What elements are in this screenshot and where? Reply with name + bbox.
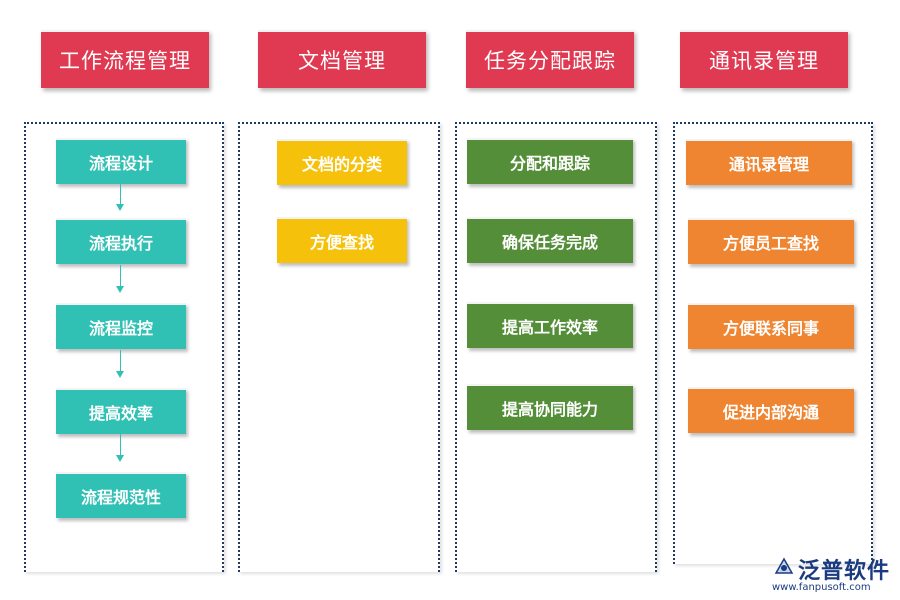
header-workflow-management: 工作流程管理	[41, 30, 209, 88]
logo-url: www.fanpusoft.com	[772, 582, 871, 593]
flow-arrow-3	[116, 350, 124, 378]
header-contacts-management: 通讯录管理	[680, 30, 848, 88]
contacts-item-find-staff: 方便员工查找	[688, 218, 854, 264]
task-item-collaboration: 提高协同能力	[467, 384, 633, 430]
document-item-easy-search: 方便查找	[277, 217, 407, 263]
workflow-item-standardization: 流程规范性	[56, 472, 186, 518]
logo-name: 泛普软件	[798, 559, 891, 584]
workflow-item-monitor: 流程监控	[56, 303, 186, 349]
contacts-item-internal-communication: 促进内部沟通	[688, 387, 854, 433]
panel-workflow-management	[24, 122, 224, 572]
workflow-item-execute: 流程执行	[56, 218, 186, 264]
workflow-item-efficiency: 提高效率	[56, 388, 186, 434]
task-item-ensure-completion: 确保任务完成	[467, 217, 633, 263]
panel-contacts-management	[673, 122, 873, 564]
task-item-improve-efficiency: 提高工作效率	[467, 302, 633, 348]
document-item-classification: 文档的分类	[277, 139, 407, 185]
contacts-item-contact-colleagues: 方便联系同事	[688, 303, 854, 349]
header-task-tracking: 任务分配跟踪	[466, 30, 634, 88]
fanpu-logo: 泛普软件 www.fanpusoft.com	[768, 551, 896, 595]
panel-task-tracking	[455, 122, 657, 572]
workflow-item-design: 流程设计	[56, 138, 186, 184]
flow-arrow-1	[116, 183, 124, 211]
flow-arrow-4	[116, 434, 124, 462]
panel-document-management	[238, 122, 440, 572]
flow-arrow-2	[116, 265, 124, 293]
contacts-item-management: 通讯录管理	[686, 139, 852, 185]
fanpu-logo-icon	[774, 557, 794, 574]
header-document-management: 文档管理	[258, 30, 426, 88]
task-item-assign-track: 分配和跟踪	[467, 138, 633, 184]
